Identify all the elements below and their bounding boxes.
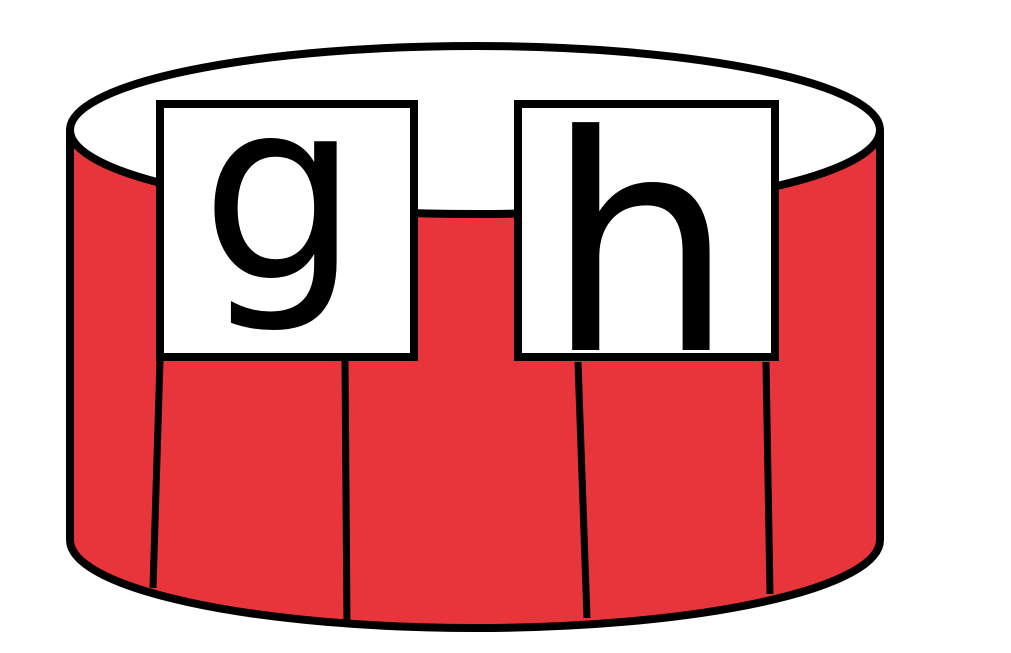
letter-card: h bbox=[514, 72, 779, 421]
letter-card-box bbox=[156, 100, 418, 361]
body-divider-line bbox=[574, 361, 591, 619]
letter-card-label: g bbox=[201, 46, 360, 337]
letter-card: g bbox=[156, 46, 418, 361]
body-divider-line bbox=[149, 359, 164, 589]
letter-card-label: h bbox=[545, 72, 735, 421]
letter-card-box bbox=[514, 100, 779, 361]
body-divider-line bbox=[341, 359, 351, 626]
body-divider-line bbox=[762, 361, 774, 595]
